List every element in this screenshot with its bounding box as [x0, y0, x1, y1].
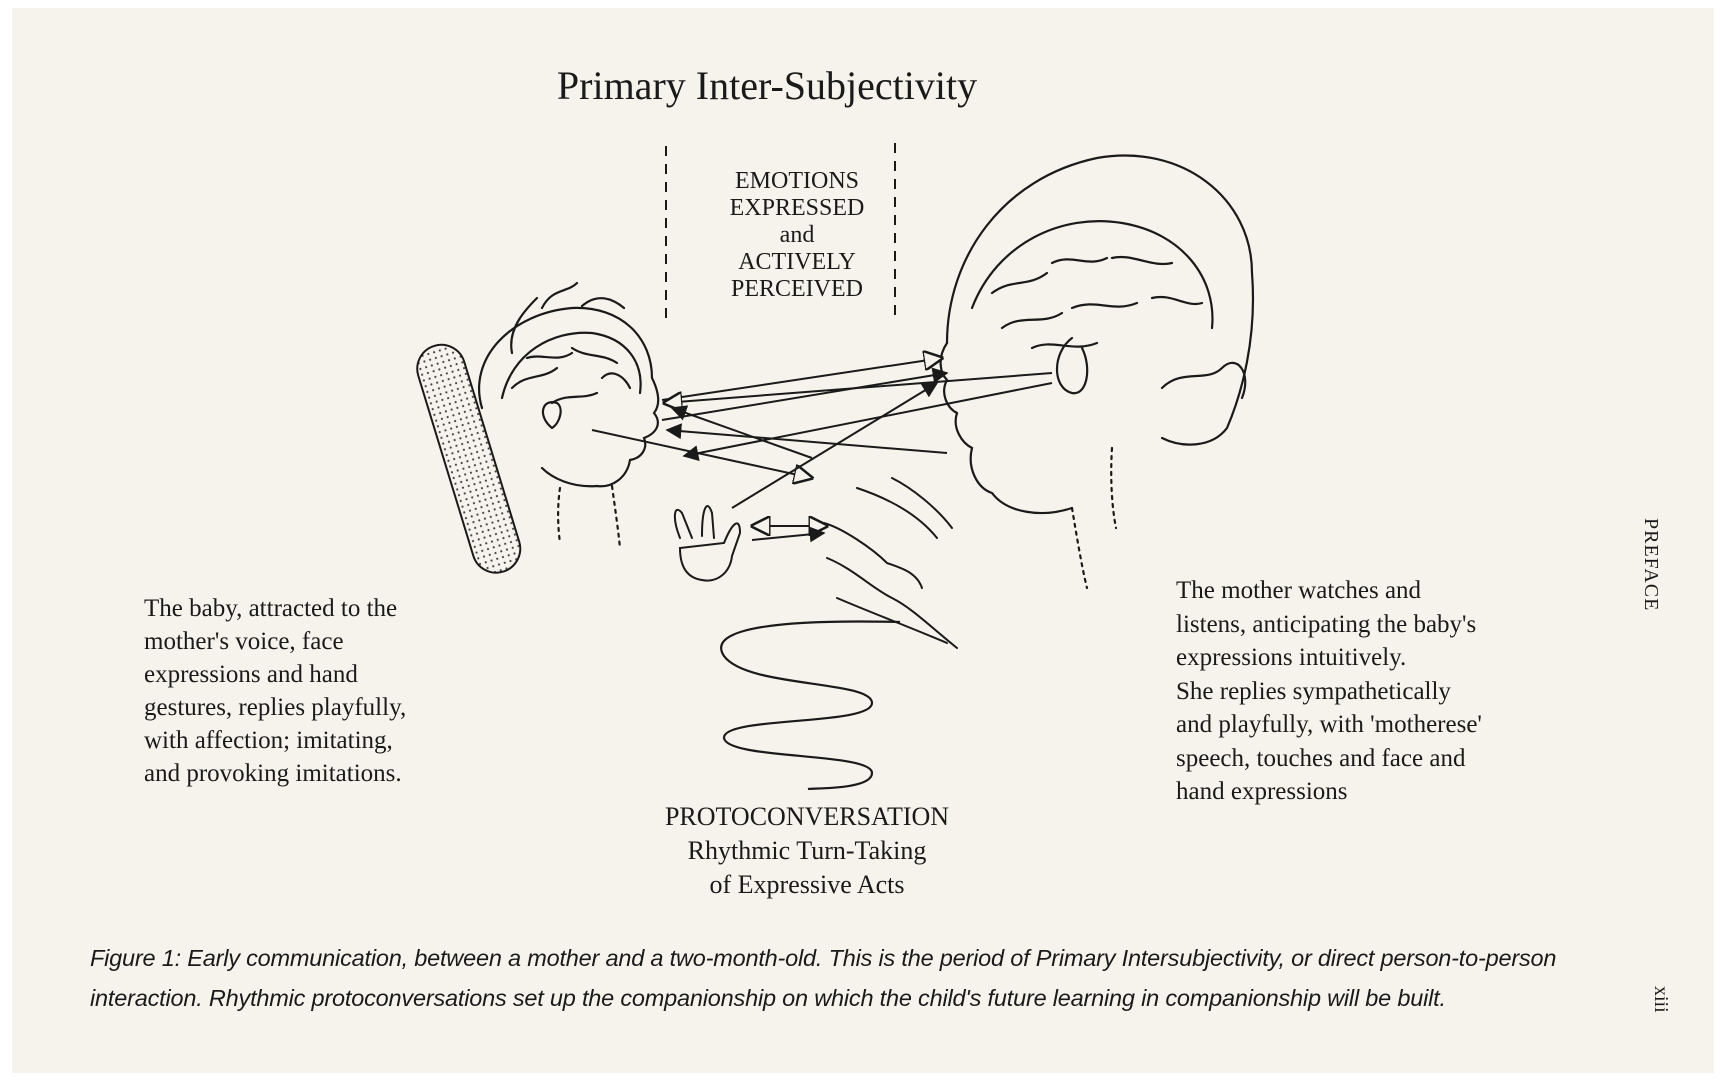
emotions-label: EMOTIONS EXPRESSED and ACTIVELY PERCEIVE… — [702, 168, 892, 303]
emotions-label-line: ACTIVELY — [702, 249, 892, 276]
protoconversation-label-line: of Expressive Acts — [632, 868, 982, 902]
emotions-label-line: PERCEIVED — [702, 276, 892, 303]
baby-description-line: and provoking imitations. — [144, 757, 464, 790]
baby-description-line: mother's voice, face — [144, 625, 464, 658]
baby-description-line: with affection; imitating, — [144, 724, 464, 757]
mother-description-line: The mother watches and — [1176, 574, 1556, 608]
caption-line: Figure 1: Early communication, between a… — [90, 938, 1610, 978]
protoconversation-label-line: Rhythmic Turn-Taking — [632, 834, 982, 868]
protoconversation-wave — [721, 621, 900, 789]
gaze-arrows — [592, 358, 1052, 540]
protoconversation-label-line: PROTOCONVERSATION — [632, 800, 982, 834]
page-number: xiii — [1649, 986, 1672, 1013]
emotions-label-line: EXPRESSED — [702, 195, 892, 222]
mother-description-line: expressions intuitively. — [1176, 641, 1556, 675]
figure-caption: Figure 1: Early communication, between a… — [90, 938, 1610, 1018]
emotions-label-line: EMOTIONS — [702, 168, 892, 195]
mother-description: The mother watches and listens, anticipa… — [1176, 574, 1556, 809]
mother-description-line: speech, touches and face and — [1176, 742, 1556, 776]
caption-line: interaction. Rhythmic protoconversations… — [90, 978, 1610, 1018]
emotions-label-line: and — [702, 222, 892, 249]
running-header: PREFACE — [1639, 518, 1662, 611]
mother-description-line: She replies sympathetically — [1176, 675, 1556, 709]
mother-description-line: hand expressions — [1176, 775, 1556, 809]
baby-description-line: expressions and hand — [144, 658, 464, 691]
baby-description: The baby, attracted to the mother's voic… — [144, 592, 464, 790]
book-page: Primary Inter-Subjectivity EMOTIONS EXPR… — [12, 8, 1714, 1073]
mother-description-line: listens, anticipating the baby's — [1176, 608, 1556, 642]
baby-description-line: gestures, replies playfully, — [144, 691, 464, 724]
baby-description-line: The baby, attracted to the — [144, 592, 464, 625]
figure-title: Primary Inter-Subjectivity — [532, 62, 1002, 109]
baby-hand — [675, 506, 740, 580]
protoconversation-label: PROTOCONVERSATION Rhythmic Turn-Taking o… — [632, 800, 982, 902]
cushion — [411, 339, 526, 579]
mother-figure — [941, 156, 1253, 588]
mother-description-line: and playfully, with 'motherese' — [1176, 708, 1556, 742]
